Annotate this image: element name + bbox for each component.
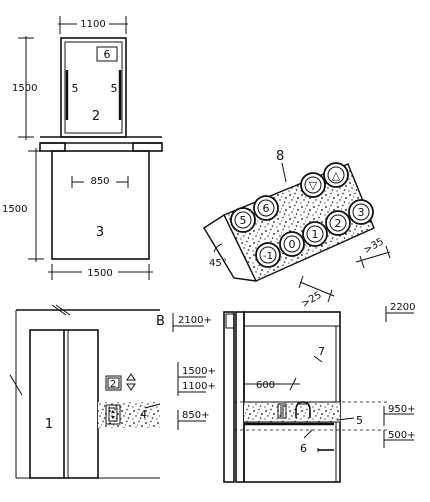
door-label: 1 (45, 417, 53, 432)
handrail-right-label: 5 (111, 82, 118, 95)
section-tactile-band (244, 402, 340, 422)
level-500: 500+ (383, 430, 415, 448)
svg-text:1100+: 1100+ (182, 381, 216, 392)
panel-detail-label: 8 (276, 149, 284, 164)
front-elevation: 1 2 4 B (9, 304, 165, 479)
seat-label: 6 (300, 442, 307, 455)
svg-text:2200: 2200 (390, 302, 415, 313)
svg-text:0: 0 (289, 238, 296, 251)
svg-text:850+: 850+ (182, 410, 209, 421)
landing-width-label: 1500 (87, 268, 112, 279)
car-label: 2 (92, 109, 100, 124)
svg-text:950+: 950+ (388, 404, 415, 415)
button-size-label: >25 (300, 290, 324, 310)
landing-label: 3 (96, 225, 104, 240)
floor-indicator: 2 (105, 373, 136, 391)
button-spacing-label: >35 (362, 236, 386, 256)
panel-button-3: 3 (348, 199, 374, 225)
height-levels: 2100+ 1500+ 1100+ 850+ (172, 313, 216, 430)
panel-button-down: ▽ (300, 172, 326, 198)
landing-depth-label: 1500 (2, 204, 27, 215)
svg-text:1500+: 1500+ (182, 366, 216, 377)
elevator-door: 1 (29, 329, 99, 479)
door-width-label: 850 (90, 176, 109, 187)
svg-text:-1: -1 (263, 251, 273, 262)
panel-angle-label: 45° (209, 258, 227, 269)
landing-depth-dimension: 1500 (2, 148, 44, 262)
landing-area: 850 3 (51, 150, 150, 260)
mirror-label: 7 (318, 345, 325, 358)
svg-text:2: 2 (335, 217, 342, 230)
car-depth-label: 1500 (12, 83, 37, 94)
level-1100: 1100+ (178, 381, 216, 393)
svg-text:1: 1 (312, 228, 319, 241)
panel-label-6: 6 (104, 48, 111, 61)
svg-text:5: 5 (240, 214, 247, 227)
depth-600-label: 600 (256, 380, 275, 391)
car-width-dimension: 1100 (58, 16, 128, 34)
plan-view: 1100 6 5 5 2 1500 (2, 16, 163, 280)
level-850: 850+ (177, 410, 209, 430)
car-section: 7 600 5 6 (223, 311, 388, 483)
car-depth-dimension: 1500 (12, 36, 37, 140)
handrail-left-label: 5 (72, 82, 79, 95)
section-levels: 2200 950+ 500+ (383, 302, 415, 448)
zone-label: 4 (140, 408, 147, 421)
svg-text:2100+: 2100+ (178, 315, 212, 326)
shaft-wall (39, 136, 163, 152)
call-button (105, 404, 121, 425)
panel-button-0: 0 (279, 231, 305, 257)
control-panel-detail: 8 45° 5 6 ▽ △ (203, 149, 391, 310)
panel-button-spacing-dimension: >35 (355, 236, 391, 269)
panel-button-size-dimension: >25 (298, 275, 335, 310)
indicator-label: 2 (110, 379, 116, 390)
panel-button-5: 5 (230, 207, 256, 233)
panel-button-2: 2 (325, 210, 351, 236)
view-b-label: B (156, 314, 165, 329)
svg-text:▽: ▽ (309, 179, 318, 192)
level-1500: 1500+ (177, 362, 216, 396)
level-950: 950+ (383, 404, 415, 426)
car-outline: 6 5 5 2 (60, 37, 127, 138)
panel-button-up: △ (323, 162, 349, 188)
landing-width-dimension: 1500 (48, 264, 153, 280)
panel-button-minus1: -1 (255, 242, 281, 268)
handrail-label: 5 (356, 414, 363, 427)
svg-text:△: △ (332, 169, 341, 182)
level-2100: 2100+ (172, 313, 212, 332)
car-width-label: 1100 (80, 19, 105, 30)
svg-text:500+: 500+ (388, 430, 415, 441)
svg-text:6: 6 (263, 202, 270, 215)
panel-button-1: 1 (302, 221, 328, 247)
panel-button-6: 6 (253, 195, 279, 221)
level-2200: 2200 (385, 302, 415, 322)
svg-text:3: 3 (358, 206, 365, 219)
